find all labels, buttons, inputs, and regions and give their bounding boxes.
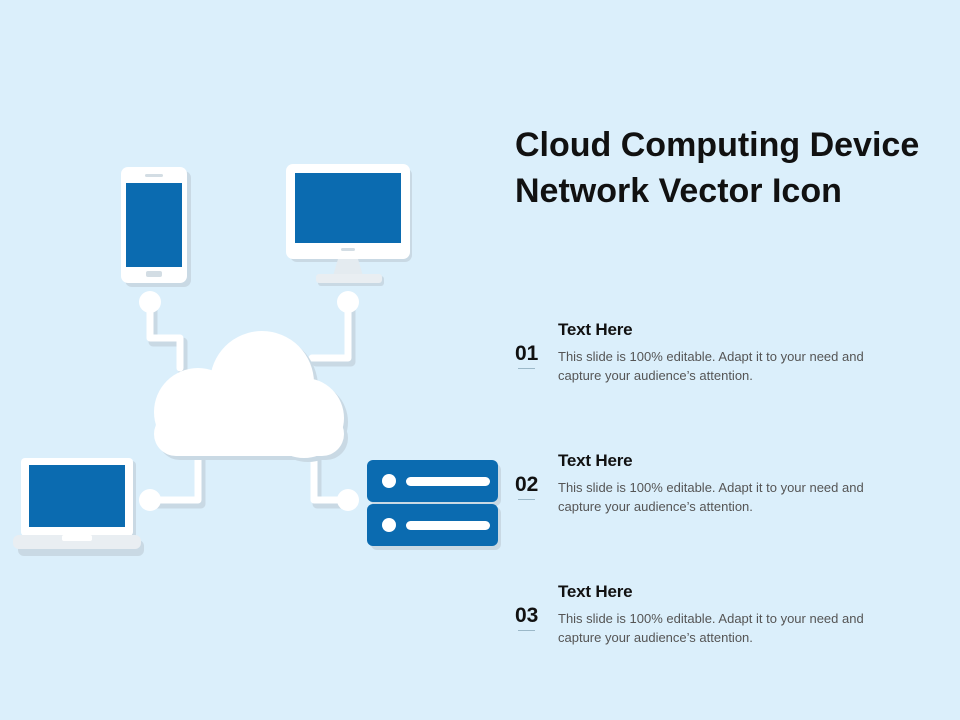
item-number: 03 — [515, 604, 539, 631]
slide-title: Cloud Computing Device Network Vector Ic… — [515, 122, 960, 214]
title-line-2: Network Vector Icon — [515, 172, 842, 210]
item-body: This slide is 100% editable. Adapt it to… — [558, 611, 864, 645]
desktop-monitor-icon — [286, 164, 412, 286]
connector-monitor — [308, 300, 352, 362]
connector-server — [310, 450, 352, 504]
connector-nodes — [139, 291, 359, 511]
cloud-network-illustration — [13, 164, 501, 556]
node-monitor-icon — [337, 291, 359, 313]
laptop-icon — [13, 458, 144, 556]
item-body: This slide is 100% editable. Adapt it to… — [558, 480, 864, 514]
item-number: 01 — [515, 342, 539, 369]
list-item-01: 01 Text Here This slide is 100% editable… — [512, 320, 932, 420]
node-laptop-icon — [139, 489, 161, 511]
list-item-03: 03 Text Here This slide is 100% editable… — [512, 582, 932, 682]
connector-laptop — [146, 450, 202, 504]
node-phone-icon — [139, 291, 161, 313]
connector-phone — [146, 300, 184, 372]
smartphone-icon — [121, 167, 191, 287]
node-server-icon — [337, 489, 359, 511]
item-body: This slide is 100% editable. Adapt it to… — [558, 349, 864, 383]
list-item-02: 02 Text Here This slide is 100% editable… — [512, 451, 932, 551]
connector-lines — [146, 300, 352, 504]
title-line-1: Cloud Computing Device — [515, 126, 920, 164]
item-heading: Text Here — [558, 451, 633, 470]
server-icon — [367, 460, 501, 550]
cloud-icon — [154, 331, 348, 462]
item-heading: Text Here — [558, 320, 633, 339]
item-heading: Text Here — [558, 582, 633, 601]
item-number: 02 — [515, 473, 539, 500]
